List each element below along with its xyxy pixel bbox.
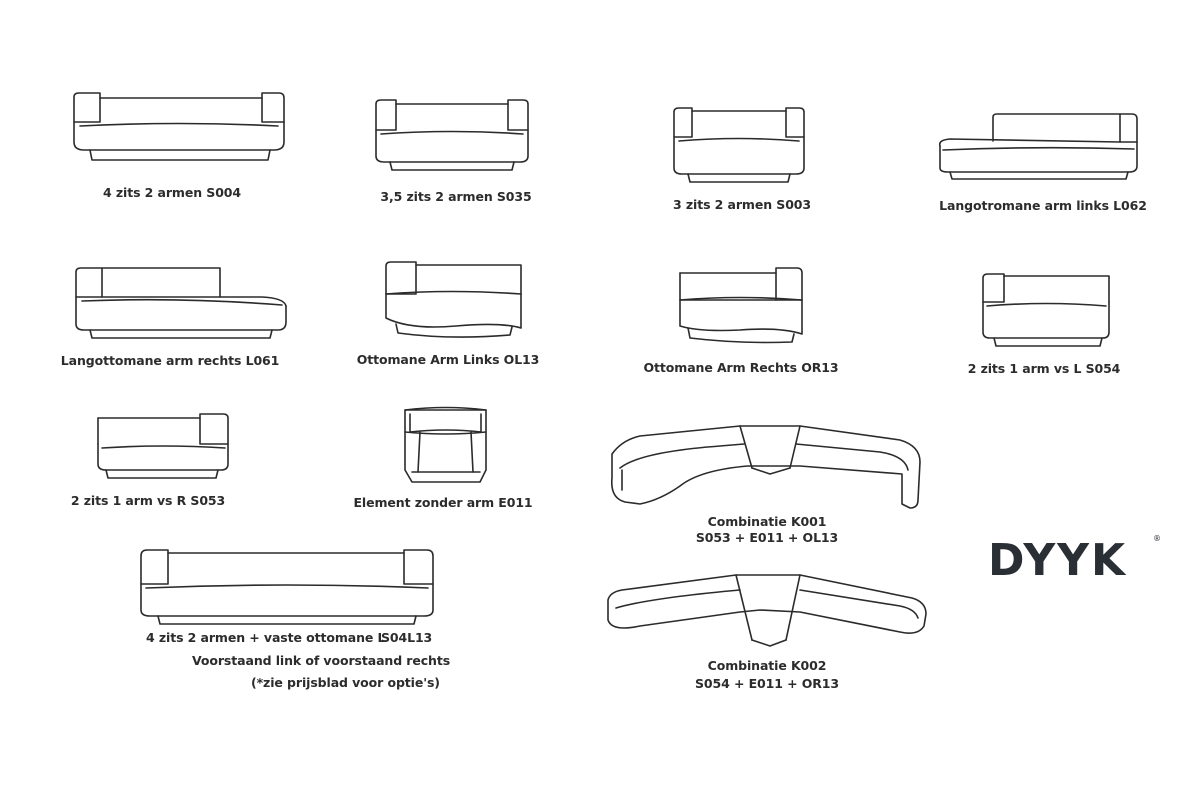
sofa-drawing-or13 xyxy=(679,267,803,344)
combination-drawing-k001 xyxy=(610,425,921,509)
item-label-ol13: Ottomane Arm Links OL13 xyxy=(356,352,540,367)
brand-logo: DYYK xyxy=(988,535,1128,586)
combination-drawing-k002 xyxy=(607,574,927,647)
item-note-position: Voorstaand link of voorstaand rechts xyxy=(192,653,451,668)
item-code-s04l13: S04L13 xyxy=(381,630,433,645)
item-label-l061: Langottomane arm rechts L061 xyxy=(60,353,280,368)
sofa-drawing-s035 xyxy=(375,99,529,171)
combination-title-k002: Combinatie K002 xyxy=(707,658,827,673)
item-label-s004: 4 zits 2 armen S004 xyxy=(103,185,241,200)
item-label-e011: Element zonder arm E011 xyxy=(353,495,533,510)
item-label-s054: 2 zits 1 arm vs L S054 xyxy=(967,361,1121,376)
item-label-s035: 3,5 zits 2 armen S035 xyxy=(380,189,532,204)
combination-parts-k001: S053 + E011 + OL13 xyxy=(695,530,839,545)
combination-title-k001: Combinatie K001 xyxy=(707,514,827,529)
sofa-drawing-s003 xyxy=(673,107,805,183)
registered-mark: ® xyxy=(1153,534,1161,543)
item-label-s04l13: 4 zits 2 armen + vaste ottomane L xyxy=(146,630,386,645)
sofa-drawing-s04l13 xyxy=(140,549,434,625)
sofa-drawing-l062 xyxy=(938,113,1138,180)
sofa-drawing-e011 xyxy=(404,406,487,483)
combination-parts-k002: S054 + E011 + OR13 xyxy=(695,676,839,691)
sofa-drawing-ol13 xyxy=(385,261,522,338)
item-label-s053: 2 zits 1 arm vs R S053 xyxy=(70,493,226,508)
sofa-drawing-s053 xyxy=(97,413,229,479)
item-label-l062: Langotromane arm links L062 xyxy=(939,198,1147,213)
sofa-drawing-s054 xyxy=(982,273,1110,347)
sofa-drawing-s004 xyxy=(73,92,285,161)
item-note-pricelist: (*zie prijsblad voor optie's) xyxy=(251,675,440,690)
item-label-or13: Ottomane Arm Rechts OR13 xyxy=(643,360,839,375)
item-label-s003: 3 zits 2 armen S003 xyxy=(673,197,811,212)
sofa-drawing-l061 xyxy=(75,267,287,339)
